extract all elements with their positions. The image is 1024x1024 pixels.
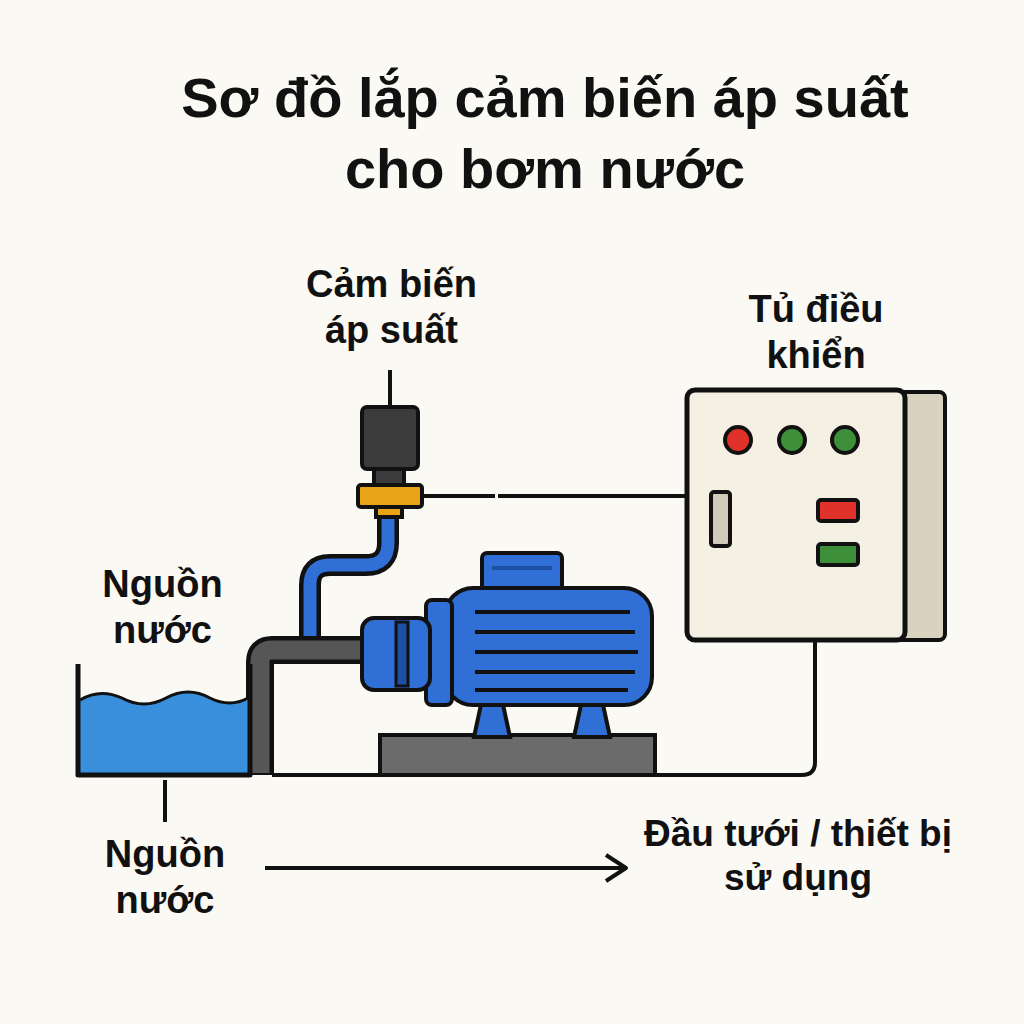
sensor-nut <box>358 485 422 507</box>
water <box>80 692 248 773</box>
leader-line <box>163 780 167 822</box>
free-label: Đầu tưới / thiết bị sử dụng <box>628 812 968 901</box>
leader-line <box>388 370 392 406</box>
motor-fin <box>475 670 635 674</box>
pump-base <box>380 735 655 775</box>
motor-fin <box>475 610 630 614</box>
tank-outline <box>78 664 250 775</box>
signal-wire <box>498 494 685 498</box>
node-label: Tủ điều khiển <box>721 287 911 378</box>
node-label: Nguồn nước <box>78 562 248 653</box>
tank-node: Nguồn nước <box>70 560 255 780</box>
water-surface <box>80 692 248 704</box>
start-button <box>818 544 858 565</box>
node-label: Cảm biến áp suất <box>289 262 494 353</box>
indicator-light <box>832 427 858 453</box>
diagram-title: Sơ đồ lắp cảm biến áp suất cho bơm nước <box>125 62 965 204</box>
cabinet-switch <box>711 492 730 546</box>
stop-button <box>818 500 858 521</box>
motor-body <box>445 588 652 705</box>
cabinet-node: Tủ điều khiển <box>685 285 947 643</box>
motor-fin <box>475 688 628 692</box>
motor-fin <box>475 650 638 654</box>
indicator-light <box>725 427 751 453</box>
motor-fin <box>475 630 635 634</box>
indicator-light <box>779 427 805 453</box>
terminal-line <box>492 566 552 570</box>
sensor-body <box>362 407 418 469</box>
free-label: Nguồn nước <box>75 832 255 923</box>
pump-head <box>362 618 430 690</box>
sensor-wire-stub <box>422 494 495 498</box>
sensor-node: Cảm biến áp suất <box>285 262 498 534</box>
suction-pipe-outline <box>260 650 368 775</box>
suction-pipe <box>260 650 368 773</box>
cabinet-front <box>687 390 905 640</box>
pump-ring <box>396 622 408 686</box>
flow-arrowhead <box>606 855 626 881</box>
flow-arrow <box>265 866 624 870</box>
